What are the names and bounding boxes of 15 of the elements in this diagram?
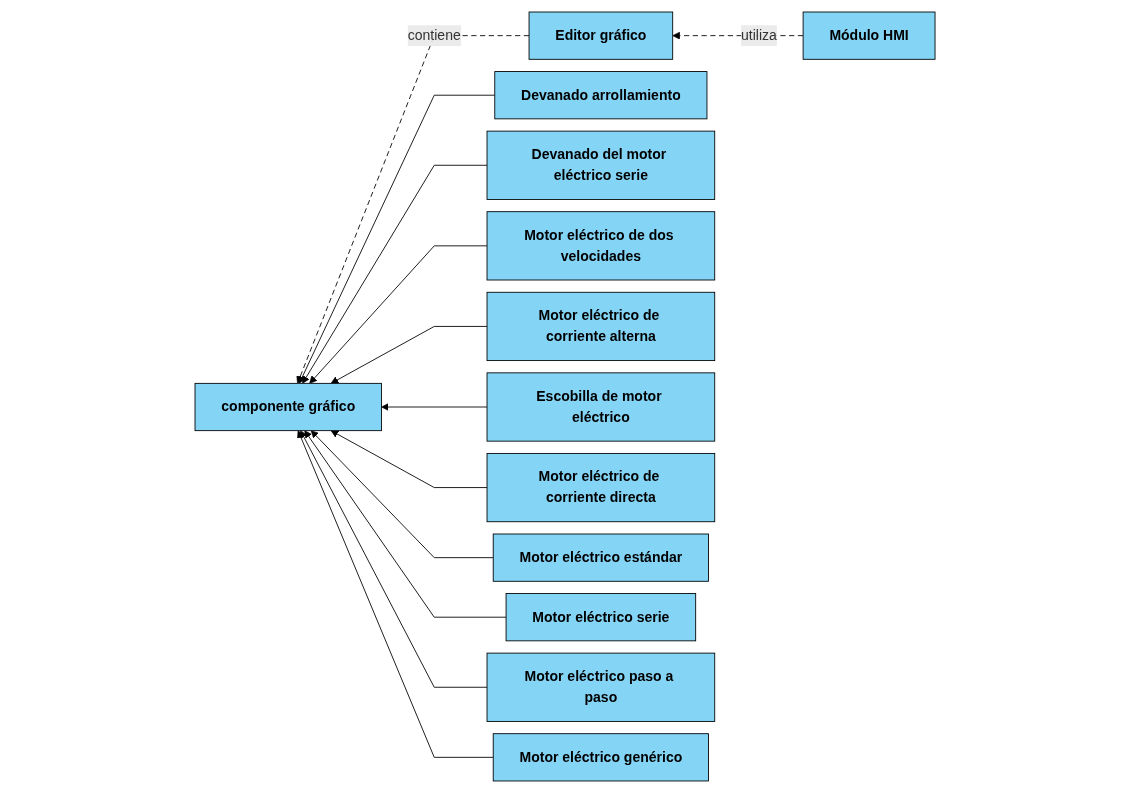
node-box: Motor eléctrico de corriente directa [487, 453, 716, 523]
node-box: Devanado del motor eléctrico serie [487, 130, 716, 200]
node-box: Motor eléctrico de corriente alterna [487, 291, 716, 361]
edge-label: contiene [408, 27, 462, 43]
node-box: componente gráfico [195, 382, 383, 432]
node-box: Motor eléctrico de dos velocidades [487, 211, 716, 281]
edge-label: utiliza [741, 27, 778, 43]
node-box: Escobilla de motor eléctrico [487, 372, 716, 442]
node-box: Módulo HMI [803, 11, 936, 60]
node-box: Motor eléctrico estándar [493, 533, 710, 582]
node-box: Motor eléctrico serie [506, 593, 697, 642]
node-box: Editor gráfico [529, 11, 674, 60]
node-box: Devanado arrollamiento [494, 71, 708, 120]
node-box: Motor eléctrico paso a paso [487, 652, 716, 722]
node-box: Motor eléctrico genérico [493, 733, 710, 782]
